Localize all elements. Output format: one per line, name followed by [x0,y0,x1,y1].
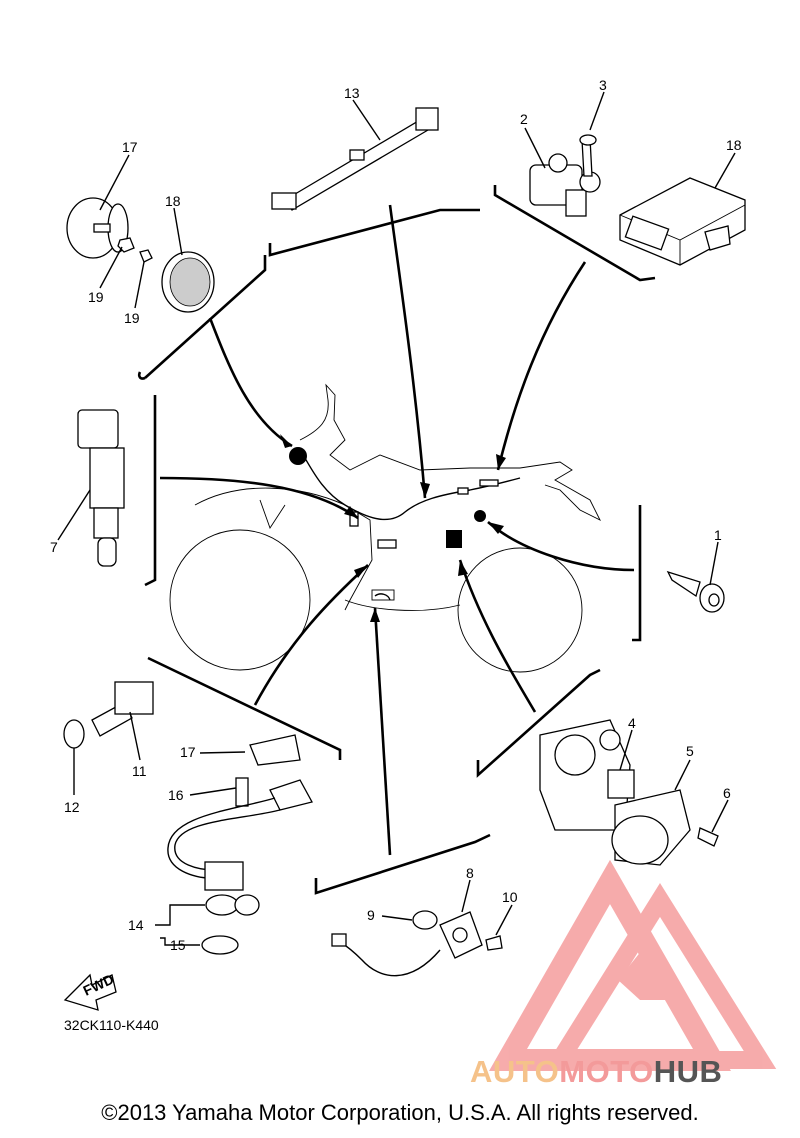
callout-3: 3 [599,77,607,93]
watermark-auto: AUTO [470,1054,560,1089]
callout-10: 10 [502,889,518,905]
callout-19a: 17 [122,139,138,155]
central-harness [289,447,521,601]
callout-numbers: 17 18 19 19 13 2 3 18 7 1 11 12 17 16 14… [50,77,742,953]
callout-6: 6 [723,785,731,801]
part-8-tps [331,910,503,977]
callout-20a: 19 [88,289,104,305]
callout-8: 8 [466,865,474,881]
callout-14: 14 [128,917,144,933]
watermark-moto: MOTO [559,1054,654,1089]
callout-12: 12 [64,799,80,815]
copyright-notice: ©2013 Yamaha Motor Corporation, U.S.A. A… [101,1100,699,1125]
callout-2: 2 [520,111,528,127]
group-brackets [137,185,656,895]
part-2-sensor [529,134,601,217]
callout-18: 18 [726,137,742,153]
callout-1: 1 [714,527,722,543]
part-1-sensor [666,570,725,613]
fwd-arrow-icon: FWD [63,971,117,1011]
callout-4: 4 [628,715,636,731]
callout-15: 15 [170,937,186,953]
watermark-text: AUTOMOTOHUB [470,1054,722,1090]
callout-17: 17 [180,744,196,760]
callout-20b: 19 [124,310,140,326]
watermark-hub: HUB [653,1054,723,1089]
part-13-lead [271,107,439,211]
callout-13: 13 [344,85,360,101]
callout-leaders [57,91,736,946]
motorcycle-outline [169,383,602,673]
part-11-sensor [63,681,154,749]
part-7-ignition-coil [77,409,125,567]
part-4-throttle-body [539,719,719,866]
part-14-crank-sensor [167,734,313,955]
callout-11: 11 [132,763,147,779]
callout-16: 16 [168,787,184,803]
callout-19b: 18 [165,193,181,209]
part-19-20-covers [66,197,215,313]
callout-7: 7 [50,539,58,555]
part-18-ecu [619,177,746,266]
callout-5: 5 [686,743,694,759]
callout-9: 9 [367,907,375,923]
pointer-lines [159,204,635,856]
automotohub-logo [489,859,777,1071]
diagram-code: 32CK110-K440 [64,1017,159,1033]
